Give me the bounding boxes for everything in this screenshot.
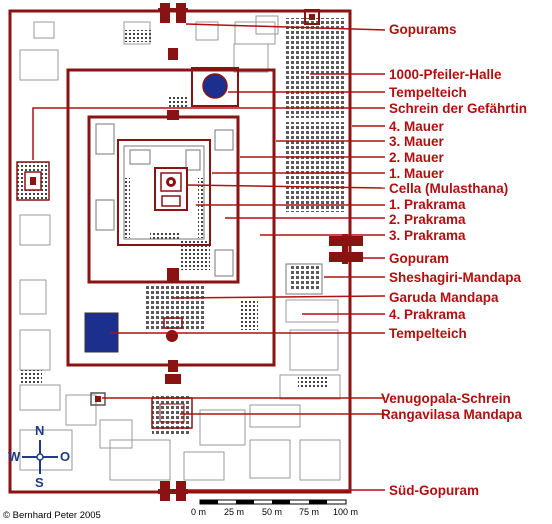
scale-25: 25 m [224, 507, 245, 517]
label-sheshagiri: Sheshagiri-Mandapa [389, 270, 522, 285]
label-garuda: Garuda Mandapa [389, 290, 499, 305]
north-gopuram [158, 3, 188, 23]
label-tank-north: Tempelteich [389, 85, 467, 100]
cella [154, 167, 188, 211]
label-3rd-prakrama: 3. Prakrama [389, 228, 466, 243]
label-4th-wall: 4. Mauer [389, 119, 444, 134]
venugopala-shrine [90, 392, 106, 406]
consort-shrine [16, 161, 50, 201]
scale-75: 75 m [299, 507, 320, 517]
inner-pillars [124, 178, 204, 240]
first-wall [117, 139, 211, 246]
leader-lines [32, 23, 386, 491]
scale-100: 100 m [333, 507, 359, 517]
east-gopuram [329, 234, 363, 264]
copyright: © Bernhard Peter 2005 [3, 510, 101, 521]
label-south-gopuram: Süd-Gopuram [389, 483, 479, 498]
label-venugopala: Venugopala-Schrein [381, 391, 511, 406]
compass-w: W [8, 449, 21, 464]
label-cella: Cella (Mulasthana) [389, 181, 509, 196]
label-1st-prakrama: 1. Prakrama [389, 197, 466, 212]
label-3rd-wall: 3. Mauer [389, 134, 444, 149]
compass-center [36, 453, 44, 461]
south-gopuram [158, 481, 188, 501]
label-1000-pillar-hall: 1000-Pfeiler-Halle [389, 67, 502, 82]
axis-gates [165, 48, 181, 384]
label-consort-shrine: Schrein der Gefährtin [389, 101, 528, 116]
sheshagiri-mandapa [285, 263, 323, 295]
compass-o: O [60, 449, 71, 464]
outer-buildings [19, 15, 341, 481]
second-wall [87, 115, 240, 284]
label-tank-south: Tempelteich [389, 326, 467, 341]
scale-50: 50 m [262, 507, 283, 517]
label-4th-prakrama: 4. Prakrama [389, 307, 466, 322]
scale-bar [199, 499, 347, 505]
label-1st-wall: 1. Mauer [389, 166, 444, 181]
north-tank [191, 67, 239, 107]
label-rangavilasa: Rangavilasa Mandapa [381, 407, 523, 422]
label-2nd-prakrama: 2. Prakrama [389, 212, 466, 227]
inner-structures [95, 123, 234, 277]
scale-0: 0 m [191, 507, 207, 517]
label-gopuram-east: Gopuram [389, 251, 450, 266]
compass-n: N [35, 423, 45, 438]
label-2nd-wall: 2. Mauer [389, 150, 444, 165]
compass-s: S [35, 475, 44, 490]
label-gopurams: Gopurams [389, 22, 457, 37]
